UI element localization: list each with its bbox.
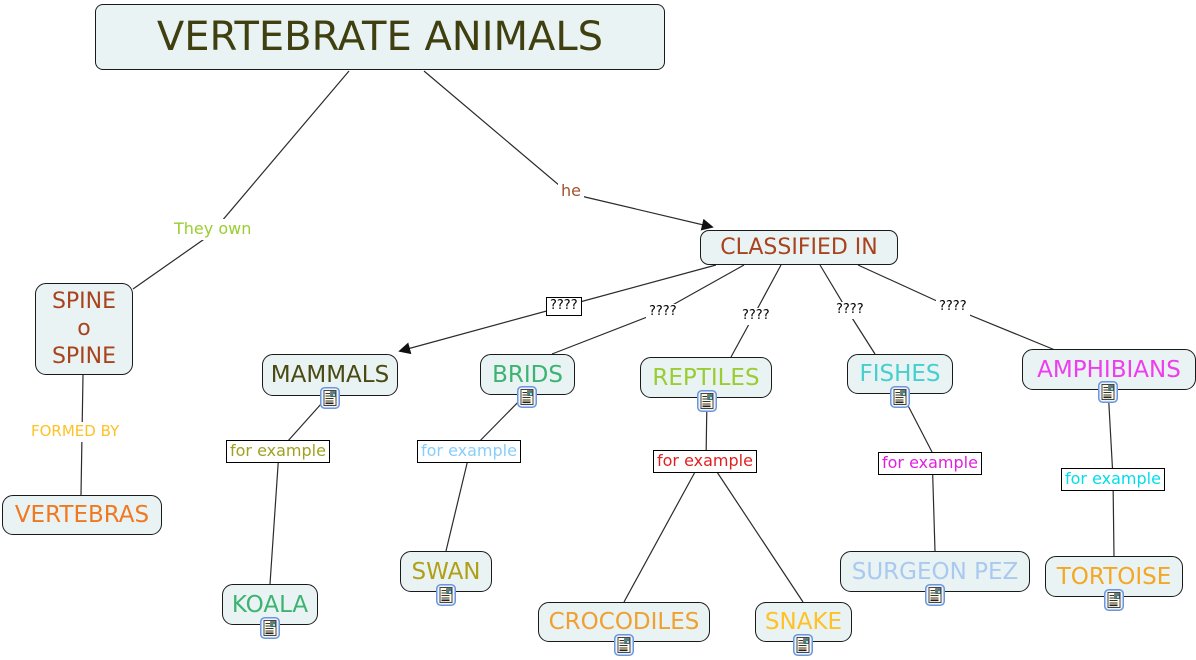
node-vertebrate-animals[interactable]: VERTEBRATE ANIMALS xyxy=(95,4,665,70)
node-mammals[interactable]: MAMMALS xyxy=(262,354,398,396)
resource-icon[interactable] xyxy=(436,584,456,606)
link-label-for-example-mammals[interactable]: for example xyxy=(226,440,330,463)
link-label-he[interactable]: he xyxy=(558,181,584,202)
resource-icon[interactable] xyxy=(1104,589,1124,611)
link-label-for-example-fishes[interactable]: for example xyxy=(878,452,982,475)
resource-icon[interactable] xyxy=(925,584,945,606)
link-label-unknown-1[interactable]: ???? xyxy=(546,297,582,316)
resource-icon[interactable] xyxy=(697,390,717,412)
link-mammals-koala xyxy=(269,393,331,585)
link-title-spine xyxy=(132,70,350,290)
resource-icon[interactable] xyxy=(890,386,910,408)
node-tortoise[interactable]: TORTOISE xyxy=(1045,556,1183,597)
resource-icon[interactable] xyxy=(614,634,634,656)
node-swan[interactable]: SWAN xyxy=(400,551,492,592)
link-label-unknown-4[interactable]: ???? xyxy=(833,302,867,319)
link-label-for-example-reptiles[interactable]: for example xyxy=(653,450,757,473)
link-label-formed-by[interactable]: FORMED BY xyxy=(28,422,123,442)
resource-icon[interactable] xyxy=(793,634,813,656)
node-classified-in[interactable]: CLASSIFIED IN xyxy=(700,230,898,265)
link-brids-swan xyxy=(445,392,528,552)
resource-icon[interactable] xyxy=(517,386,537,408)
link-label-unknown-2[interactable]: ???? xyxy=(646,304,680,321)
node-vertebras[interactable]: VERTEBRAS xyxy=(2,495,162,535)
link-label-they-own[interactable]: They own xyxy=(171,219,255,240)
link-label-for-example-brids[interactable]: for example xyxy=(417,440,521,463)
link-forexample-snake xyxy=(716,471,804,603)
link-forexample-crocodiles xyxy=(623,471,696,603)
node-amphibians[interactable]: AMPHIBIANS xyxy=(1022,349,1196,390)
node-snake[interactable]: SNAKE xyxy=(755,602,852,642)
resource-icon[interactable] xyxy=(260,617,280,639)
node-spine-line3: SPINE xyxy=(51,343,117,369)
link-label-for-example-amphibians[interactable]: for example xyxy=(1061,468,1165,491)
node-spine-line1: SPINE xyxy=(51,288,117,314)
node-spine[interactable]: SPINE o SPINE xyxy=(35,283,133,375)
node-spine-line2: o xyxy=(77,316,91,342)
link-title-classified xyxy=(423,70,714,231)
link-label-unknown-5[interactable]: ???? xyxy=(936,299,970,316)
resource-icon[interactable] xyxy=(320,387,340,409)
link-label-unknown-3[interactable]: ???? xyxy=(739,308,773,325)
resource-icon[interactable] xyxy=(1098,381,1118,403)
